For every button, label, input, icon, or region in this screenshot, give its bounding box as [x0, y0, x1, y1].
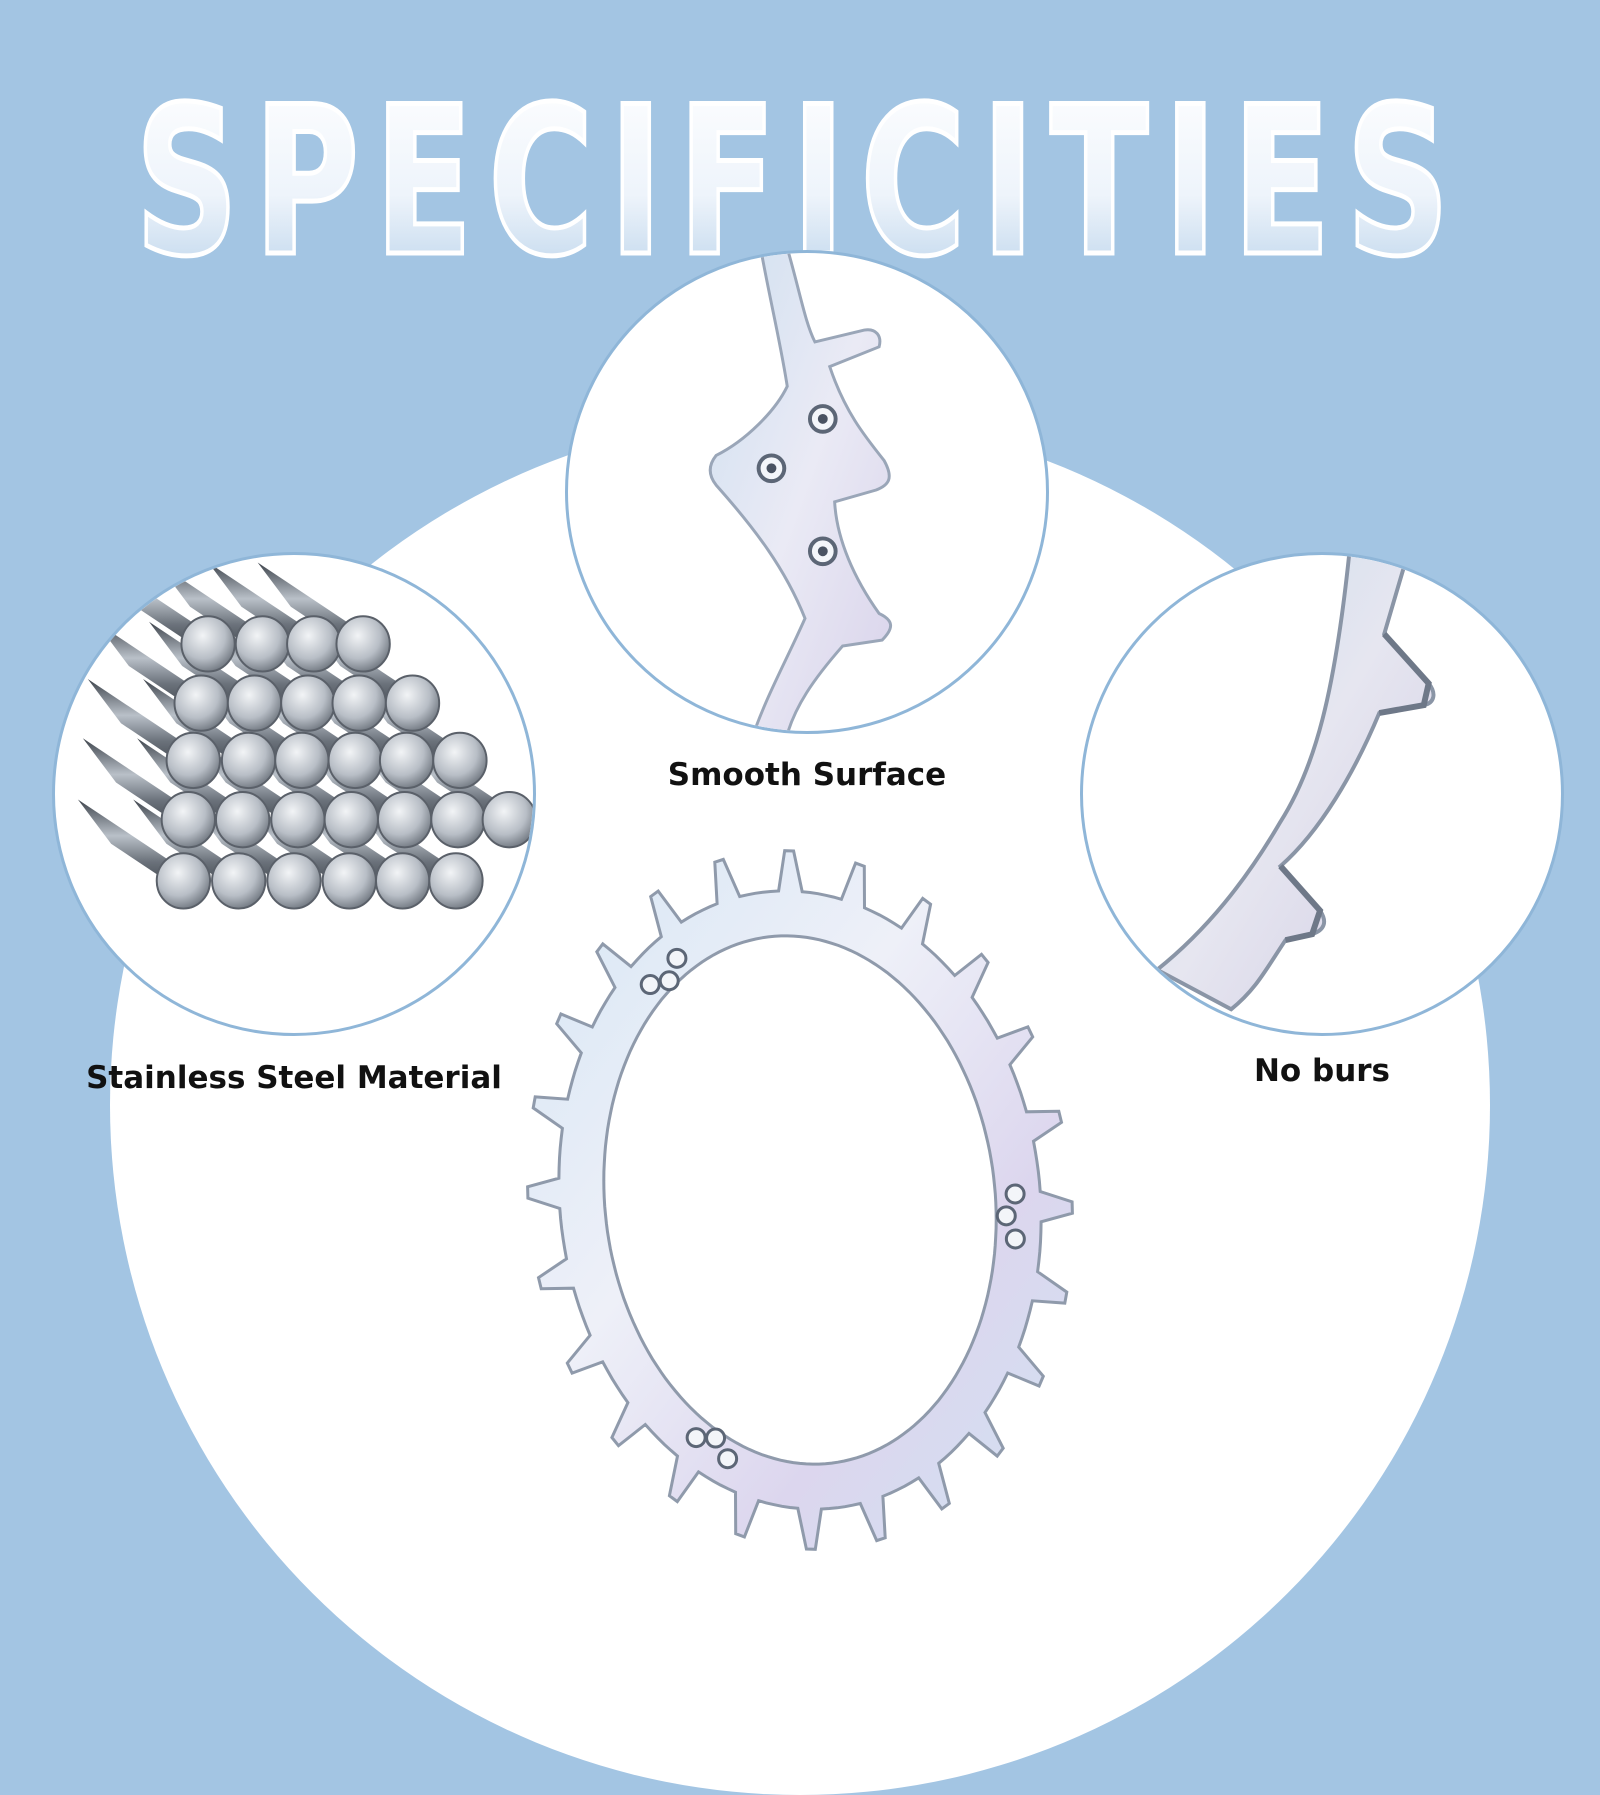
smooth-surface-label: Smooth Surface — [667, 757, 947, 793]
no-burs-closeup — [1080, 552, 1564, 1036]
page-title: SPECIFICITIES — [0, 55, 1600, 286]
edge-closeup-icon — [1153, 555, 1436, 1012]
page-title-text: SPECIFICITIES — [135, 64, 1465, 285]
stainless-steel-closeup — [52, 552, 536, 1036]
bracket-closeup-icon — [708, 253, 893, 731]
spiked-wheel-ring-icon — [526, 849, 1074, 1551]
stainless-steel-label: Stainless Steel Material — [86, 1060, 502, 1096]
smooth-surface-closeup — [565, 250, 1049, 734]
steel-rods-icon — [77, 562, 533, 910]
no-burs-label: No burs — [1253, 1053, 1391, 1089]
product-ring — [480, 815, 1120, 1575]
